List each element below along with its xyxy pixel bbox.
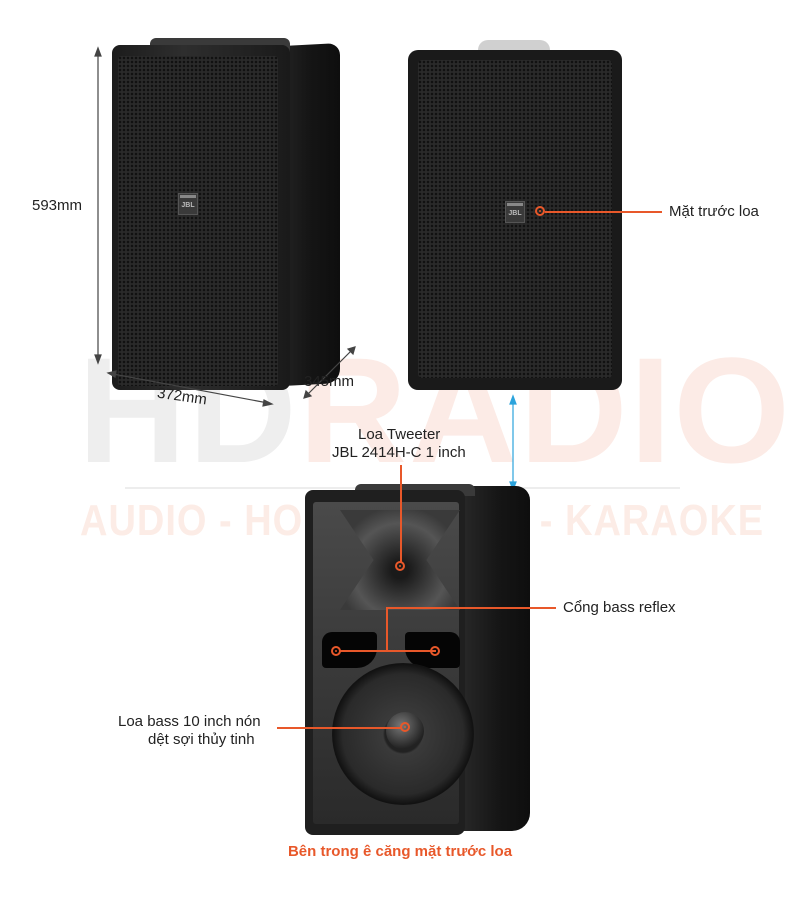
dimension-height: 593mm (32, 197, 83, 214)
front-face-marker (535, 206, 545, 216)
label-tweeter-line2: JBL 2414H-C 1 inch (332, 444, 466, 461)
jbl-logo-badge: JBL (505, 201, 525, 223)
speaker-grille (118, 56, 278, 386)
image-caption: Bên trong ê căng mặt trước loa (287, 843, 513, 860)
label-tweeter-line1: Loa Tweeter (358, 426, 441, 443)
woofer-marker (400, 722, 410, 732)
label-woofer-line2: dệt sợi thủy tinh (148, 731, 255, 748)
bass-reflex-leader-stem (386, 607, 388, 651)
bass-port-right-marker (430, 646, 440, 656)
jbl-logo-badge: JBL (178, 193, 198, 215)
bass-reflex-leader-line (386, 607, 556, 609)
woofer-leader-line (277, 727, 402, 729)
label-bass-reflex: Cổng bass reflex (563, 599, 676, 616)
label-woofer-line1: Loa bass 10 inch nón (118, 713, 261, 730)
bass-port-left-marker (331, 646, 341, 656)
tweeter-marker (395, 561, 405, 571)
front-face-leader-line (545, 211, 662, 213)
dimension-depth: 345mm (304, 373, 355, 390)
speaker-side-panel (455, 486, 530, 831)
bass-reflex-branch-line (340, 650, 436, 652)
tweeter-leader-line (400, 465, 402, 563)
speaker-top-mount (478, 40, 550, 52)
label-front-face: Mặt trước loa (669, 203, 759, 220)
